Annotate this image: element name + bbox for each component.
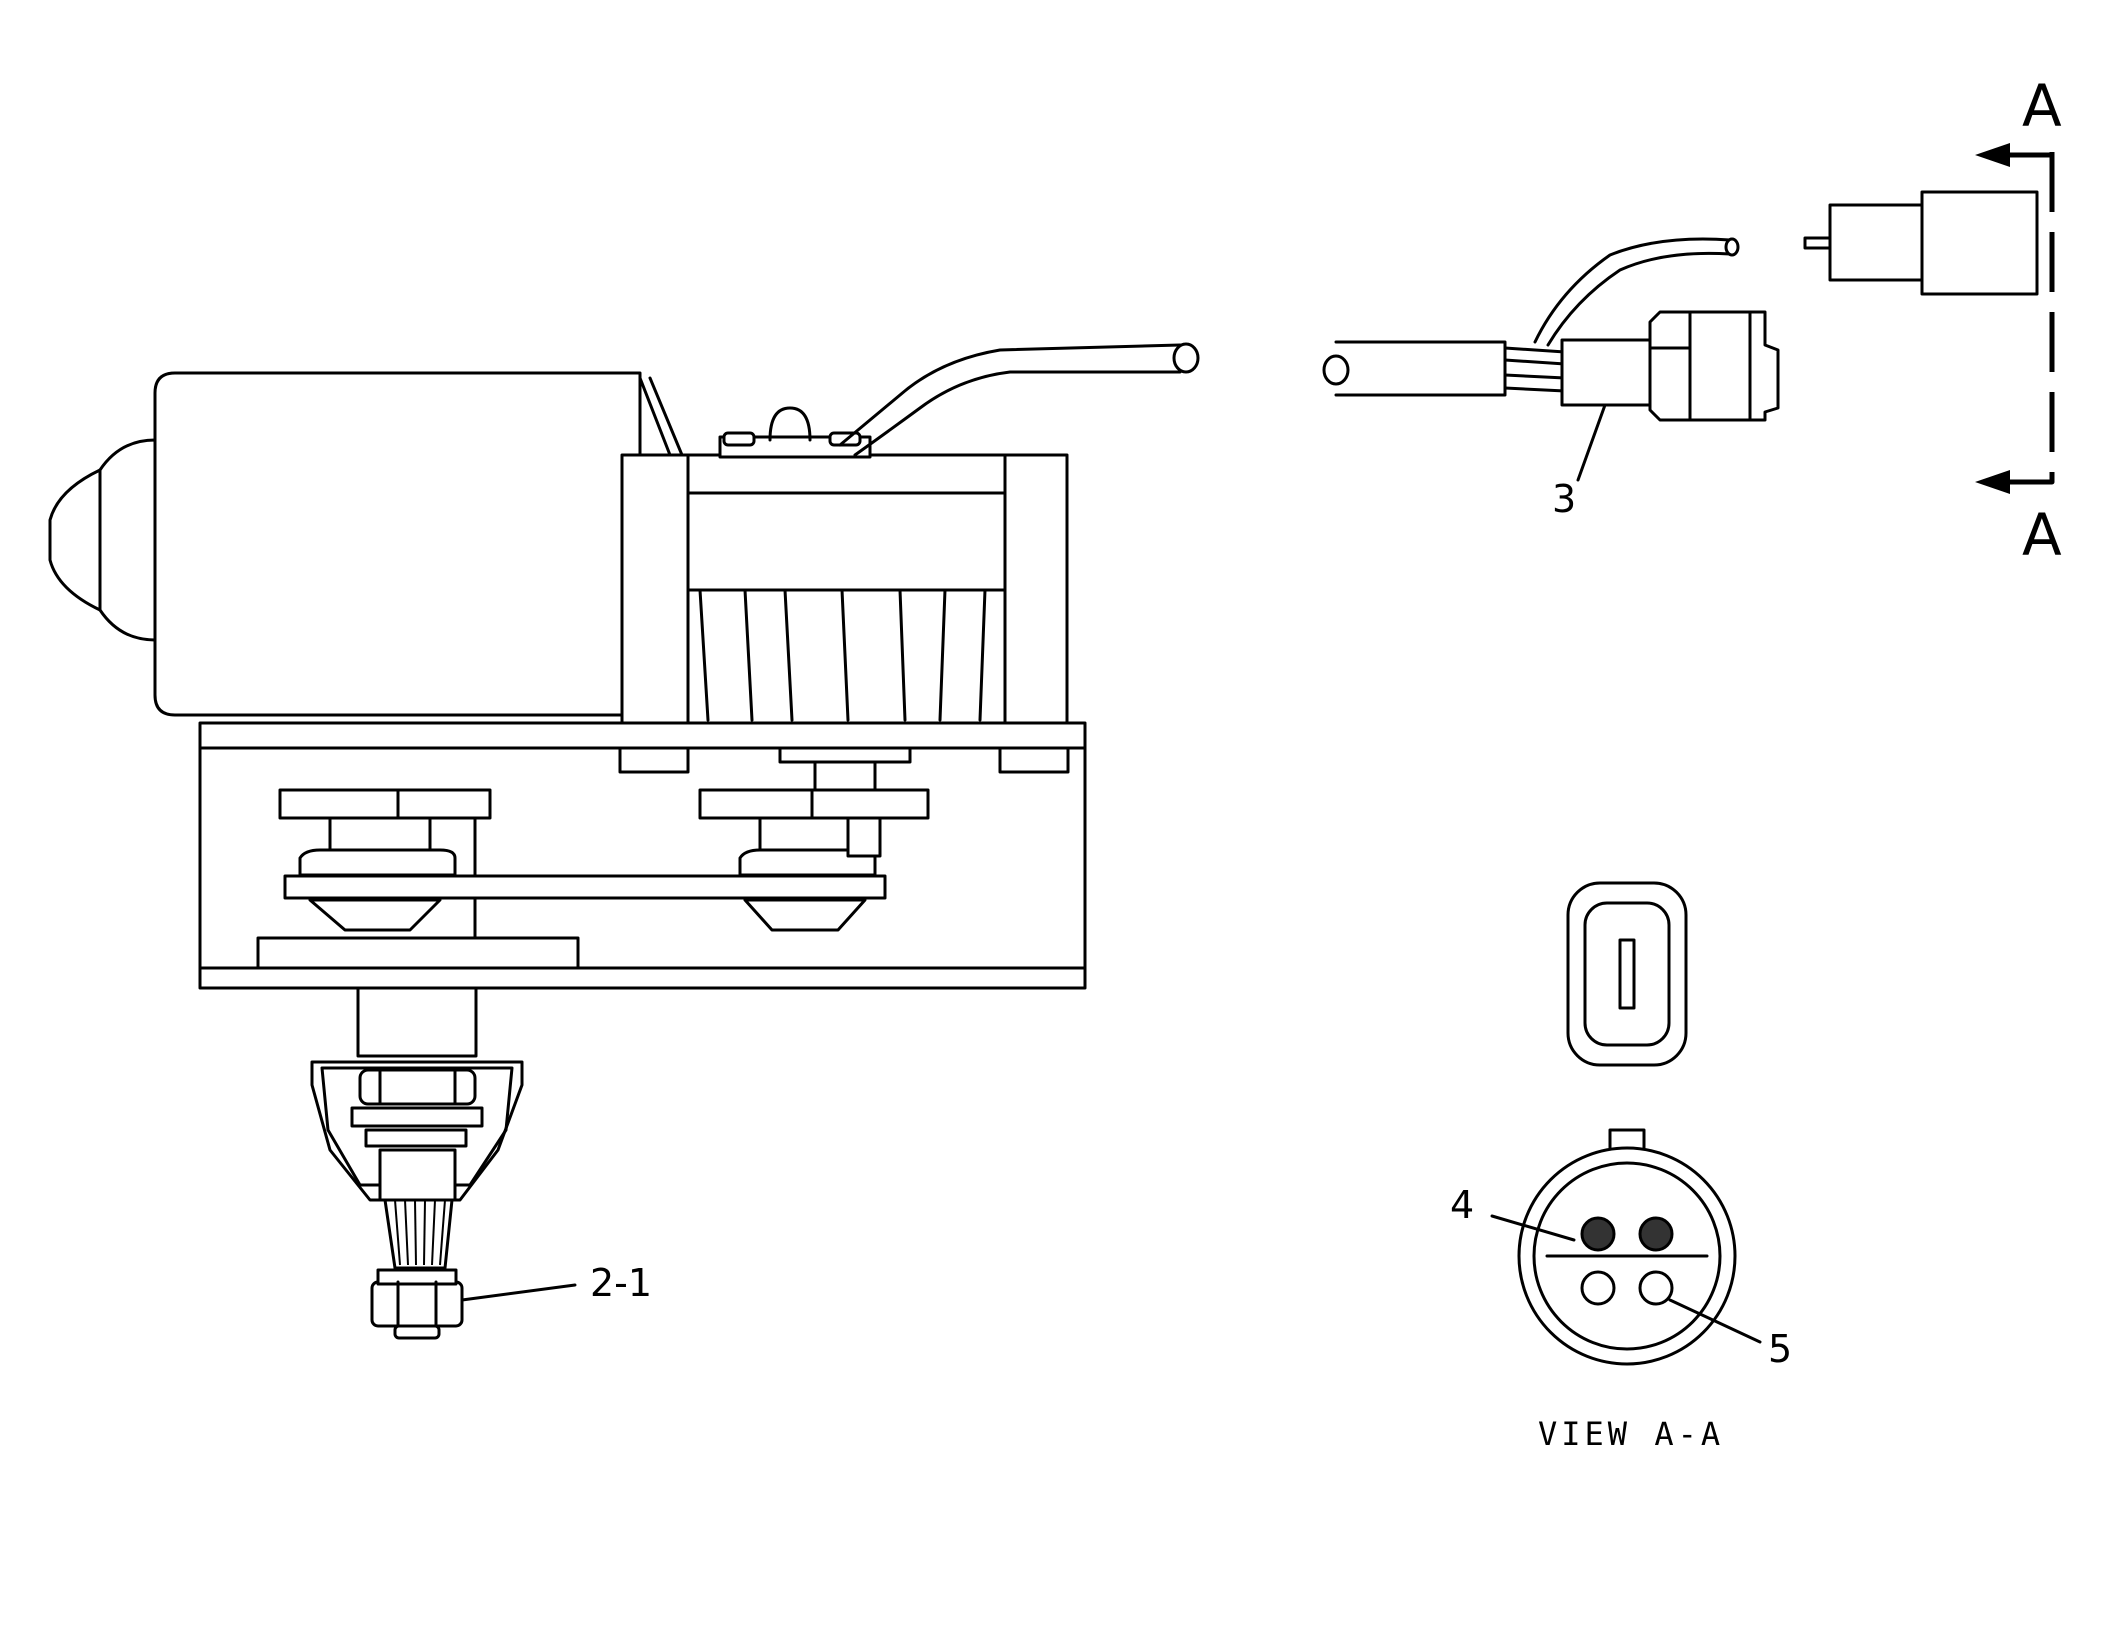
crank-arm-left: [278, 788, 492, 820]
cover-screw-1: [722, 431, 756, 447]
callout-2-1: 2-1: [590, 1261, 652, 1305]
view-a-a-connector: [1517, 1128, 1737, 1366]
callout-4: 4: [1450, 1183, 1474, 1227]
stop-tab: [846, 816, 882, 858]
splines: [394, 1199, 446, 1266]
leader-2-1: [460, 1283, 577, 1302]
connector-boot: [1560, 338, 1652, 407]
view-label: VIEW A-A: [1538, 1415, 1724, 1453]
lower-crank-plate: [256, 936, 580, 970]
motor-body: [153, 371, 642, 717]
motor-cable-lower: [853, 370, 1182, 457]
hex-nut: [358, 1068, 477, 1106]
connector-face-view: [1566, 881, 1688, 1067]
shaft-hub: [813, 760, 877, 794]
leader-4: [1490, 1214, 1576, 1242]
shaft-collar: [778, 746, 912, 764]
pivot-right-cone: [743, 898, 867, 932]
mating-connector-neck: [1828, 203, 1927, 282]
harness-connector: [1322, 237, 1780, 422]
output-shaft: [356, 986, 478, 1058]
spline-shaft: [378, 1148, 457, 1202]
cooling-fins: [698, 588, 987, 722]
wiper-motor-assembly: [48, 342, 1200, 1340]
callout-3: 3: [1552, 477, 1576, 521]
terminal-filled-1: [1580, 1216, 1616, 1252]
motor-strap: [638, 376, 672, 457]
crank-arm-right: [698, 788, 930, 820]
washer: [350, 1106, 484, 1128]
plate-nut-left: [618, 746, 690, 774]
leader-3: [1576, 403, 1607, 482]
connector-body: [1648, 310, 1780, 422]
leader-5: [1668, 1298, 1762, 1344]
pivot-nut-assembly: [310, 1060, 524, 1270]
plate-nut-right: [998, 746, 1070, 774]
section-arrow-bottom: [1975, 470, 2010, 494]
cable-break-right: [1322, 354, 1350, 386]
terminal-empty-1: [1580, 1270, 1616, 1306]
section-line-a-a: A A: [1975, 72, 2062, 569]
terminal-filled-2: [1638, 1216, 1674, 1252]
pigtail-wire: [1533, 237, 1732, 344]
motor-cable: [838, 343, 1182, 447]
motor-end-cap: [48, 438, 157, 642]
callout-5: 5: [1768, 1327, 1792, 1371]
wire-loop: [768, 406, 812, 442]
nut-washer: [376, 1268, 458, 1286]
mating-connector-body: [1920, 190, 2039, 296]
cable-break-left: [1172, 342, 1200, 374]
pivot-left-head: [298, 848, 457, 877]
mating-connector: [1803, 190, 2039, 296]
section-arrow-top: [1975, 143, 2010, 167]
section-letter-top: A: [2022, 72, 2062, 140]
pivot-left-cone: [308, 898, 442, 932]
acorn-nut-2-1: [370, 1280, 464, 1328]
terminal-empty-2: [1638, 1270, 1674, 1306]
motor-strap-2: [648, 376, 684, 457]
section-letter-bottom: A: [2022, 501, 2062, 569]
spacer: [364, 1128, 468, 1148]
connecting-link: [283, 874, 887, 900]
